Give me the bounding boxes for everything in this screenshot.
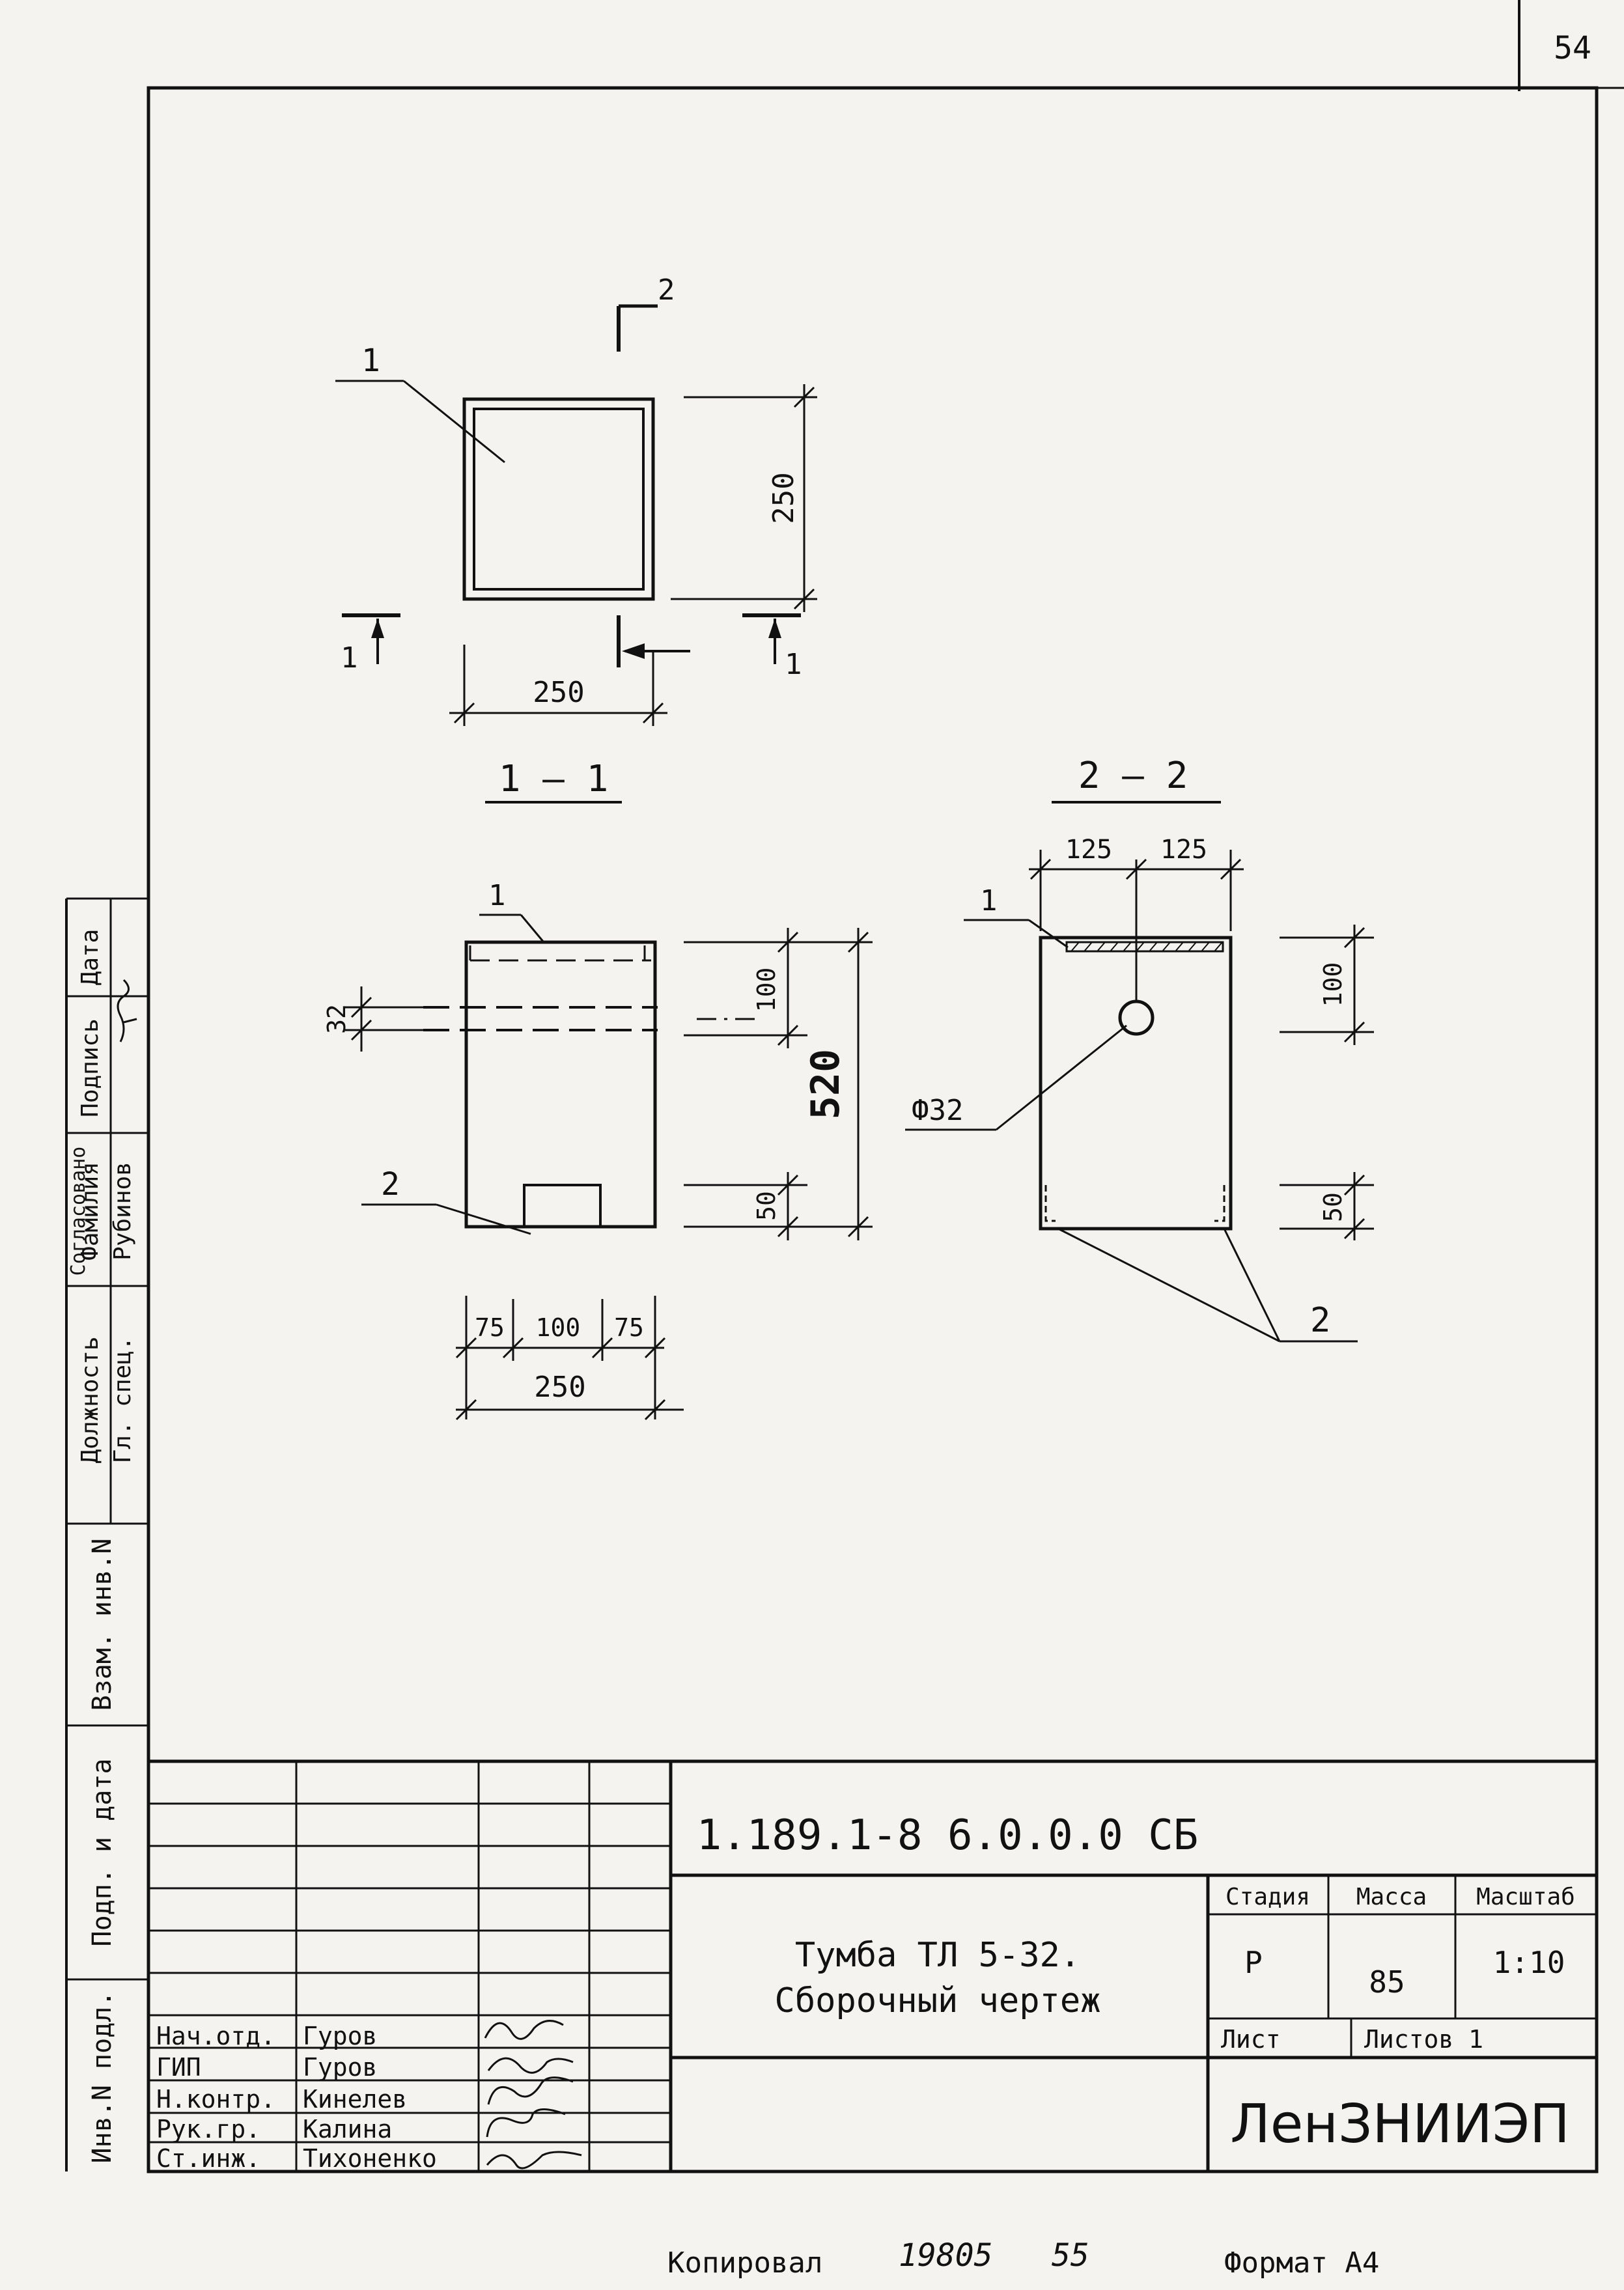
side-header-signature: Подпись [77, 1018, 104, 1117]
section-1-dim-100-bottom: 100 [536, 1313, 581, 1342]
side-approval-title: Согласовано [67, 1147, 90, 1276]
section-1-dim-520: 520 [803, 1049, 848, 1119]
side-position: Гл. спец. [109, 1336, 136, 1463]
sig-role-1: Нач.отд. [156, 2022, 275, 2050]
side-header-date: Дата [77, 929, 104, 986]
stage-value: Р [1244, 1945, 1263, 1980]
section-1-dim-100: 100 [752, 968, 781, 1012]
side-header-surname: Фамилия [77, 1162, 104, 1261]
section-2-2: 2 — 2 1 Ф32 2 125 125 100 [905, 755, 1374, 1343]
copied-label: Копировал [667, 2246, 822, 2280]
side-surname: Рубинов [109, 1162, 136, 1261]
stage-header: Стадия [1225, 1884, 1310, 1910]
plan-cut-label-1-left: 1 [341, 641, 358, 675]
sig-role-5: Ст.инж. [156, 2144, 260, 2173]
sig-name-2: Гуров [303, 2053, 377, 2082]
section-2-dim-50: 50 [1319, 1192, 1347, 1222]
sig-name-3: Кинелев [303, 2085, 407, 2114]
mass-header: Масса [1356, 1884, 1427, 1910]
sheet-label: Лист [1221, 2025, 1281, 2054]
section-2-position-1: 1 [980, 884, 998, 917]
plan-cut-label-1-right: 1 [785, 648, 802, 681]
scale-value: 1:10 [1493, 1945, 1565, 1980]
sig-role-4: Рук.гр. [156, 2115, 260, 2143]
footer: Копировал 19805 55 Формат А4 [667, 2237, 1379, 2280]
copied-number: 19805 [899, 2237, 993, 2274]
section-1-position-2: 2 [381, 1166, 400, 1203]
sig-name-1: Гуров [303, 2022, 377, 2050]
section-2-dim-125-right: 125 [1160, 835, 1207, 865]
sig-name-5: Тихоненко [303, 2144, 437, 2173]
sheet-number-box: 54 [1518, 0, 1624, 91]
sig-role-3: Н.контр. [156, 2085, 275, 2114]
sheets-count-label: Листов 1 [1364, 2025, 1483, 2054]
side-column-sign-date: Подп. и дата [87, 1759, 117, 1947]
section-1-dim-250: 250 [534, 1371, 585, 1404]
side-column-replace-inv: Взам. инв.N [87, 1539, 117, 1711]
title-line-2: Сборочный чертеж [775, 1981, 1101, 2020]
section-1-title: 1 — 1 [499, 758, 609, 800]
section-2-dim-125-left: 125 [1065, 835, 1112, 865]
section-1-position-1: 1 [488, 879, 506, 912]
mass-value: 85 [1369, 1964, 1405, 2000]
side-header-position: Должность [77, 1336, 104, 1463]
hole-diameter-label: Ф32 [912, 1094, 963, 1127]
drawing-frame [147, 86, 1599, 2173]
signature-scribbles [484, 2020, 582, 2170]
section-2-position-2: 2 [1310, 1301, 1330, 1340]
section-1-dim-75-left: 75 [475, 1313, 505, 1342]
plan-cut-label-2: 2 [658, 273, 675, 307]
plan-view: 1 2 1 1 250 250 [335, 273, 817, 726]
drawing-code: 1.189.1-8 6.0.0.0 СБ [697, 1811, 1199, 1860]
plan-position-1: 1 [361, 342, 380, 379]
copied-number-2: 55 [1052, 2237, 1089, 2274]
section-2-dim-100: 100 [1319, 962, 1347, 1007]
plan-dim-width: 250 [533, 676, 584, 709]
title-block: Нач.отд. Гуров ГИП Гуров Н.контр. Кинеле… [148, 1759, 1597, 2173]
section-1-dim-32: 32 [322, 1004, 351, 1034]
section-1-1: 1 — 1 1 2 32 100 50 [322, 758, 873, 1421]
section-1-dim-50: 50 [752, 1191, 781, 1221]
sig-role-2: ГИП [156, 2053, 201, 2082]
plan-dim-height: 250 [767, 472, 800, 524]
organization-name: ЛенЗНИИЭП [1230, 2093, 1570, 2155]
side-column-inv-original: Инв.N подл. [87, 1991, 117, 2164]
side-signature-scribble [117, 979, 137, 1042]
sheet-number: 54 [1554, 30, 1591, 66]
section-1-dim-75-right: 75 [614, 1313, 644, 1342]
format-label: Формат А4 [1224, 2246, 1379, 2280]
scale-header: Масштаб [1476, 1884, 1575, 1910]
sig-name-4: Калина [303, 2115, 392, 2143]
section-2-title: 2 — 2 [1078, 755, 1188, 797]
side-stamp: Дата Подпись Фамилия Должность Рубинов Г… [65, 897, 148, 2171]
title-line-1: Тумба ТЛ 5-32. [795, 1936, 1080, 1975]
